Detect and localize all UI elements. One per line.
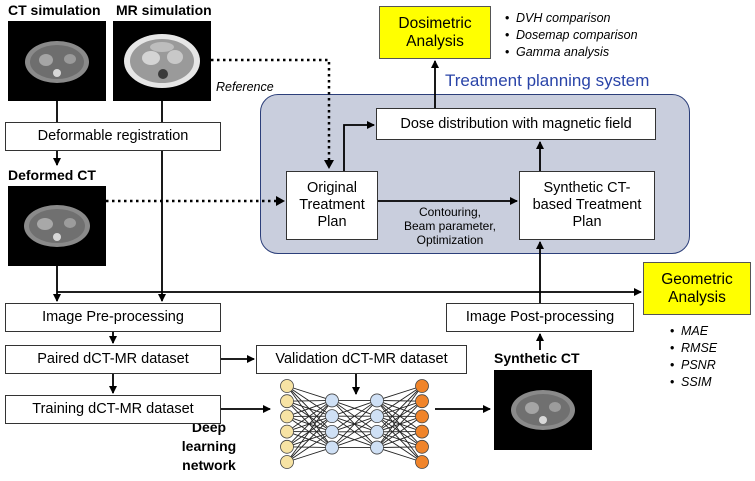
list-item: Gamma analysis — [505, 44, 638, 61]
network-node — [280, 455, 294, 469]
list-item: RMSE — [670, 340, 717, 357]
network-edge — [286, 400, 333, 448]
deformable-registration-box: Deformable registration — [5, 122, 221, 151]
network-edge — [376, 431, 423, 448]
network-edge — [376, 446, 423, 449]
network-edge — [376, 385, 423, 401]
network-edge — [376, 385, 423, 417]
synthetic-ct-label: Synthetic CT — [494, 350, 580, 366]
synthetic-plan-box: Synthetic CT-based Treatment Plan — [519, 171, 655, 240]
mr-simulation-image — [113, 21, 211, 101]
network-edge — [376, 385, 423, 448]
network-node — [325, 424, 339, 439]
network-node — [415, 424, 429, 439]
network-node — [370, 409, 384, 424]
ct-scan-graphic — [25, 41, 89, 83]
image-preprocessing-box: Image Pre-processing — [5, 303, 221, 332]
paired-dataset-box: Paired dCT-MR dataset — [5, 345, 221, 374]
network-edge — [331, 431, 378, 448]
network-node — [415, 439, 429, 454]
list-item: MAE — [670, 323, 717, 340]
tps-title: Treatment planning system — [445, 71, 650, 90]
network-edge — [376, 416, 423, 448]
list-item: PSNR — [670, 357, 717, 374]
connector — [343, 121, 375, 171]
network-node — [280, 394, 294, 409]
network-edge — [286, 399, 333, 402]
network-node — [370, 440, 384, 455]
network-node — [370, 393, 384, 408]
network-node — [415, 455, 429, 469]
reference-label: Reference — [216, 80, 274, 94]
network-edge — [286, 415, 333, 463]
arrowhead — [276, 196, 285, 206]
image-postprocessing-box: Image Post-processing — [446, 303, 634, 332]
dosimetric-items-list: DVH comparison Dosemap comparison Gamma … — [505, 10, 638, 61]
ct-simulation-label: CT simulation — [8, 2, 101, 18]
dotted-connector — [211, 58, 331, 160]
network-edge — [286, 400, 333, 417]
network-edge — [331, 400, 378, 448]
synthetic-ct-image — [494, 370, 592, 450]
list-item: SSIM — [670, 374, 717, 391]
planning-step: Optimization — [416, 233, 484, 247]
network-node — [325, 440, 339, 455]
geometric-items-list: MAE RMSE PSNR SSIM — [670, 323, 717, 391]
original-plan-box: Original Treatment Plan — [286, 171, 378, 240]
network-node — [415, 394, 429, 409]
planning-steps: Contouring, Beam parameter, Optimization — [386, 205, 514, 247]
training-dataset-box: Training dCT-MR dataset — [5, 395, 221, 424]
synthetic-ct-graphic — [511, 390, 575, 430]
ct-simulation-image — [8, 21, 106, 101]
network-node — [415, 409, 429, 424]
deformed-ct-graphic — [24, 205, 90, 247]
network-edge — [286, 431, 333, 463]
network-edge — [376, 447, 423, 463]
deformed-ct-label: Deformed CT — [8, 167, 96, 183]
mr-simulation-label: MR simulation — [116, 2, 212, 18]
dose-distribution-box: Dose distribution with magnetic field — [376, 108, 656, 140]
network-edge — [376, 385, 423, 433]
list-item: DVH comparison — [505, 10, 638, 27]
network-edge — [286, 400, 333, 463]
planning-step: Beam parameter, — [403, 219, 497, 233]
network-node — [280, 424, 294, 439]
network-edge — [376, 400, 423, 448]
network-node — [325, 393, 339, 408]
deep-learning-network-graphic — [280, 379, 429, 469]
network-node — [280, 439, 294, 454]
network-node — [415, 379, 429, 393]
deformed-ct-image — [8, 186, 106, 266]
network-edge — [286, 400, 333, 432]
network-node — [370, 424, 384, 439]
network-edge — [286, 447, 333, 463]
network-edge — [331, 415, 378, 448]
network-edge — [286, 385, 333, 401]
network-node — [325, 409, 339, 424]
network-node — [280, 409, 294, 424]
validation-dataset-box: Validation dCT-MR dataset — [256, 345, 467, 374]
geometric-analysis-box: Geometric Analysis — [643, 262, 751, 315]
network-edge — [331, 400, 378, 417]
arrowhead — [324, 160, 334, 169]
network-node — [280, 379, 294, 393]
dosimetric-analysis-box: Dosimetric Analysis — [379, 6, 491, 59]
mr-scan-graphic — [124, 34, 200, 88]
list-item: Dosemap comparison — [505, 27, 638, 44]
network-edge — [331, 400, 378, 433]
planning-step: Contouring, — [418, 205, 482, 219]
